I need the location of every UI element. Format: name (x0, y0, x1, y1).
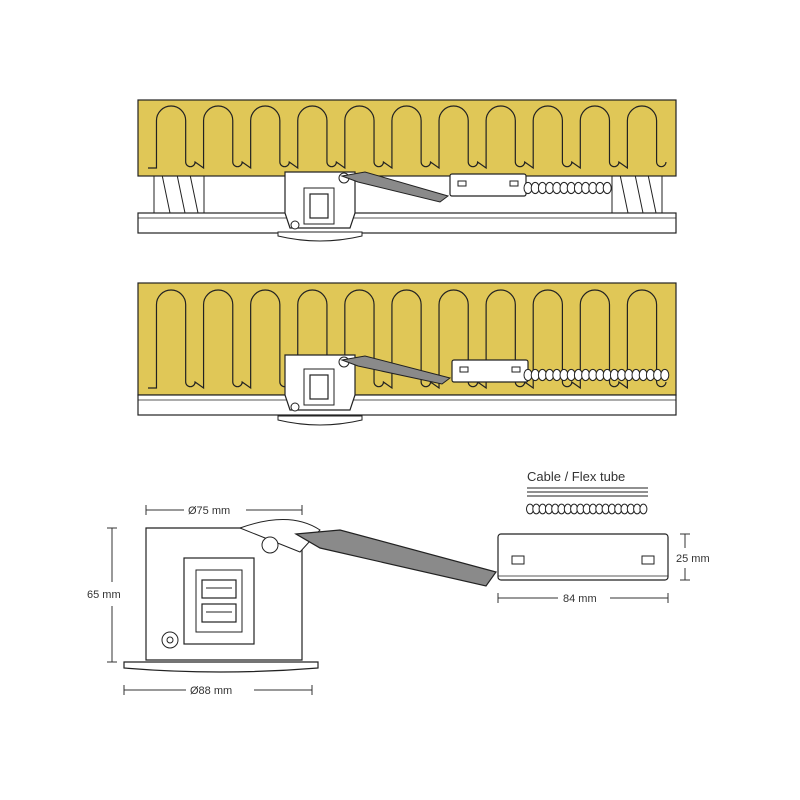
scene-2 (137, 282, 677, 426)
legend-flex-tube (526, 503, 648, 515)
dim-driver-height: 25 mm (676, 533, 710, 581)
earth-screw (161, 631, 179, 649)
top-diameter-label: Ø75 mm (188, 505, 230, 517)
connector-block (183, 557, 255, 645)
dim-height: 65 mm (87, 527, 121, 663)
ceiling-board (137, 394, 677, 416)
insulation-coils (148, 289, 667, 390)
dimension-drawing: Cable / Flex tube Ø75 mm Ø88 mm (87, 469, 710, 697)
flex-tube-segment (660, 368, 670, 382)
legend-cable-label: Cable / Flex tube (527, 469, 625, 484)
insulation-coil-line (148, 289, 667, 390)
cable-lead (340, 355, 452, 385)
scene-1 (137, 99, 677, 242)
legend-cable-lines (527, 487, 648, 497)
cable-gland (238, 519, 321, 554)
dim-driver-length: 84 mm (497, 593, 669, 605)
insulation-coil-line (148, 105, 667, 170)
cable-lead (294, 529, 497, 587)
flex-tube-segment (639, 503, 648, 515)
cable-lead (340, 171, 450, 203)
flex-tube (523, 181, 612, 195)
dim-bottom-diameter: Ø88 mm (123, 685, 313, 697)
insulation-coils (148, 105, 667, 170)
flex-tube-segment (602, 181, 612, 195)
bottom-diameter-label: Ø88 mm (190, 685, 232, 697)
driver-box (451, 359, 529, 383)
downlight-housing (277, 171, 363, 242)
downlight-housing (277, 354, 363, 426)
flex-tube (523, 368, 670, 382)
driver-box (449, 173, 527, 197)
driver-height-label: 25 mm (676, 553, 710, 565)
insulation-blanket (137, 99, 677, 177)
driver-length-label: 84 mm (563, 593, 597, 605)
height-label: 65 mm (87, 589, 121, 601)
dim-top-diameter: Ø75 mm (145, 505, 303, 517)
ceiling-board (137, 212, 677, 234)
driver-box (497, 533, 669, 581)
housing-bezel (123, 661, 319, 673)
